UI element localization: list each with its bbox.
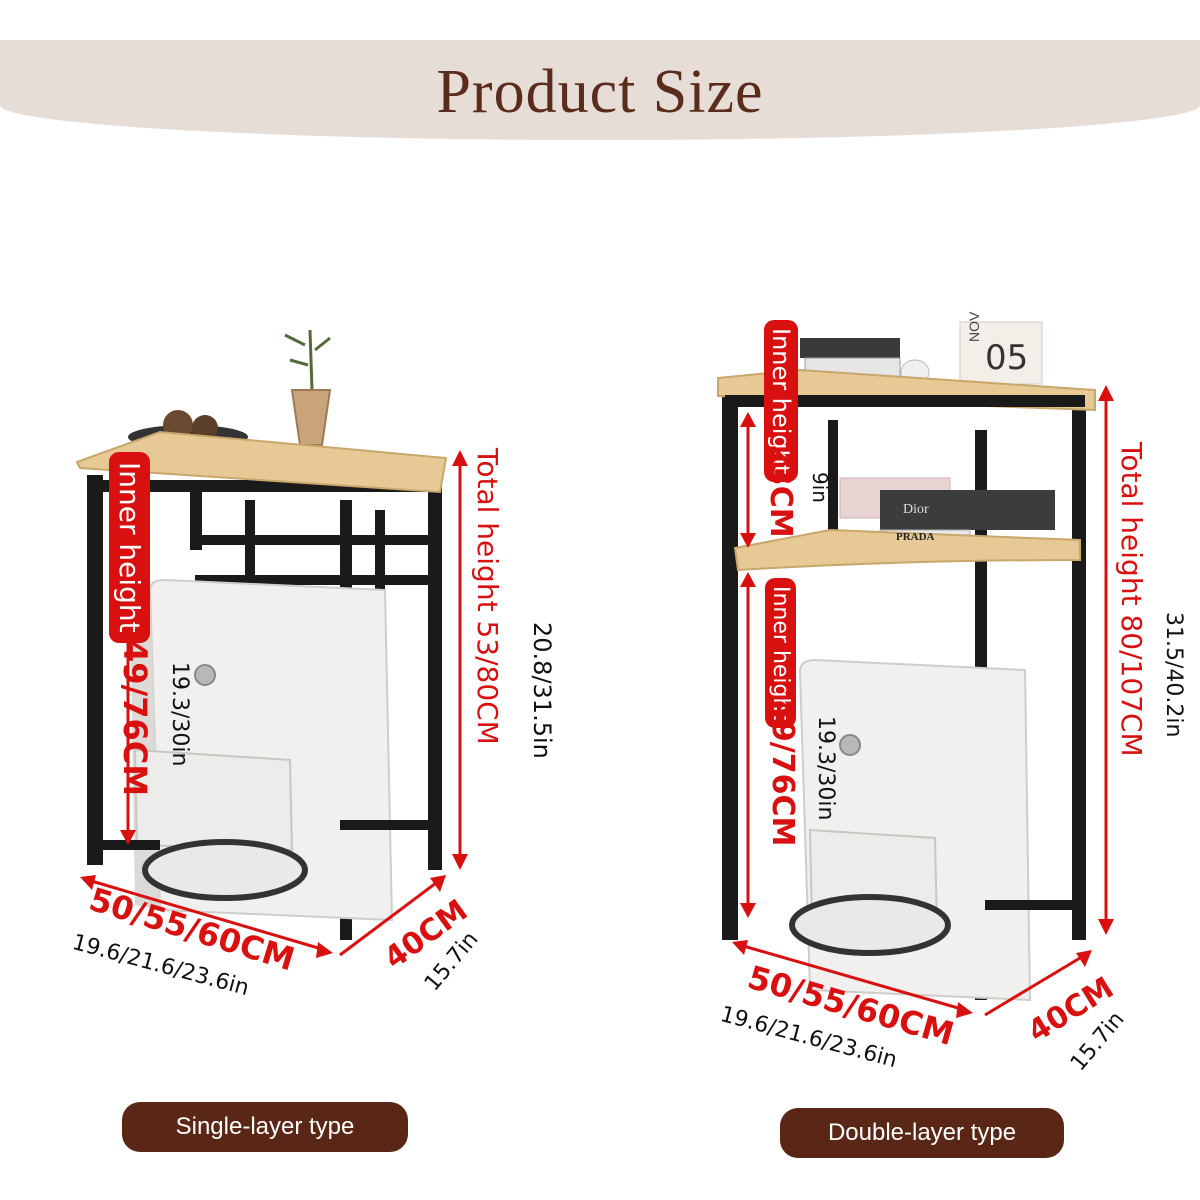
single-total-height: Total height 53/80CM <box>471 448 504 745</box>
single-inner-height-label: Inner height <box>109 452 150 643</box>
header-banner <box>0 40 1200 140</box>
single-layer-table <box>75 329 468 958</box>
single-layer-type-button[interactable]: Single-layer type <box>122 1102 408 1152</box>
double-bottom-inner-height-inch: 19.3/30in <box>813 716 838 821</box>
double-total-height-inch: 31.5/40.2in <box>1161 612 1186 738</box>
double-layer-type-button[interactable]: Double-layer type <box>780 1108 1064 1158</box>
calendar-day: 05 <box>985 338 1029 378</box>
double-layer-type-label: Double-layer type <box>827 1119 1017 1146</box>
book-brand-prada: PRADA <box>896 531 935 543</box>
single-total-height-inch: 20.8/31.5in <box>528 622 556 759</box>
double-top-inner-height-value: 23CM <box>763 444 798 538</box>
page-title: Product Size <box>436 58 764 126</box>
double-bottom-inner-height-value: 49/76CM <box>765 700 800 847</box>
calendar-month: NOV <box>966 311 982 342</box>
single-inner-height-inch: 19.3/30in <box>167 662 192 767</box>
book-brand-dior: Dior <box>903 502 929 517</box>
double-layer-table <box>717 321 1114 1018</box>
double-total-height: Total height 80/107CM <box>1115 442 1148 757</box>
single-layer-type-label: Single-layer type <box>175 1113 355 1140</box>
single-inner-height-value: 49/76CM <box>116 640 154 797</box>
double-top-inner-height-inch: 9in <box>808 472 832 503</box>
